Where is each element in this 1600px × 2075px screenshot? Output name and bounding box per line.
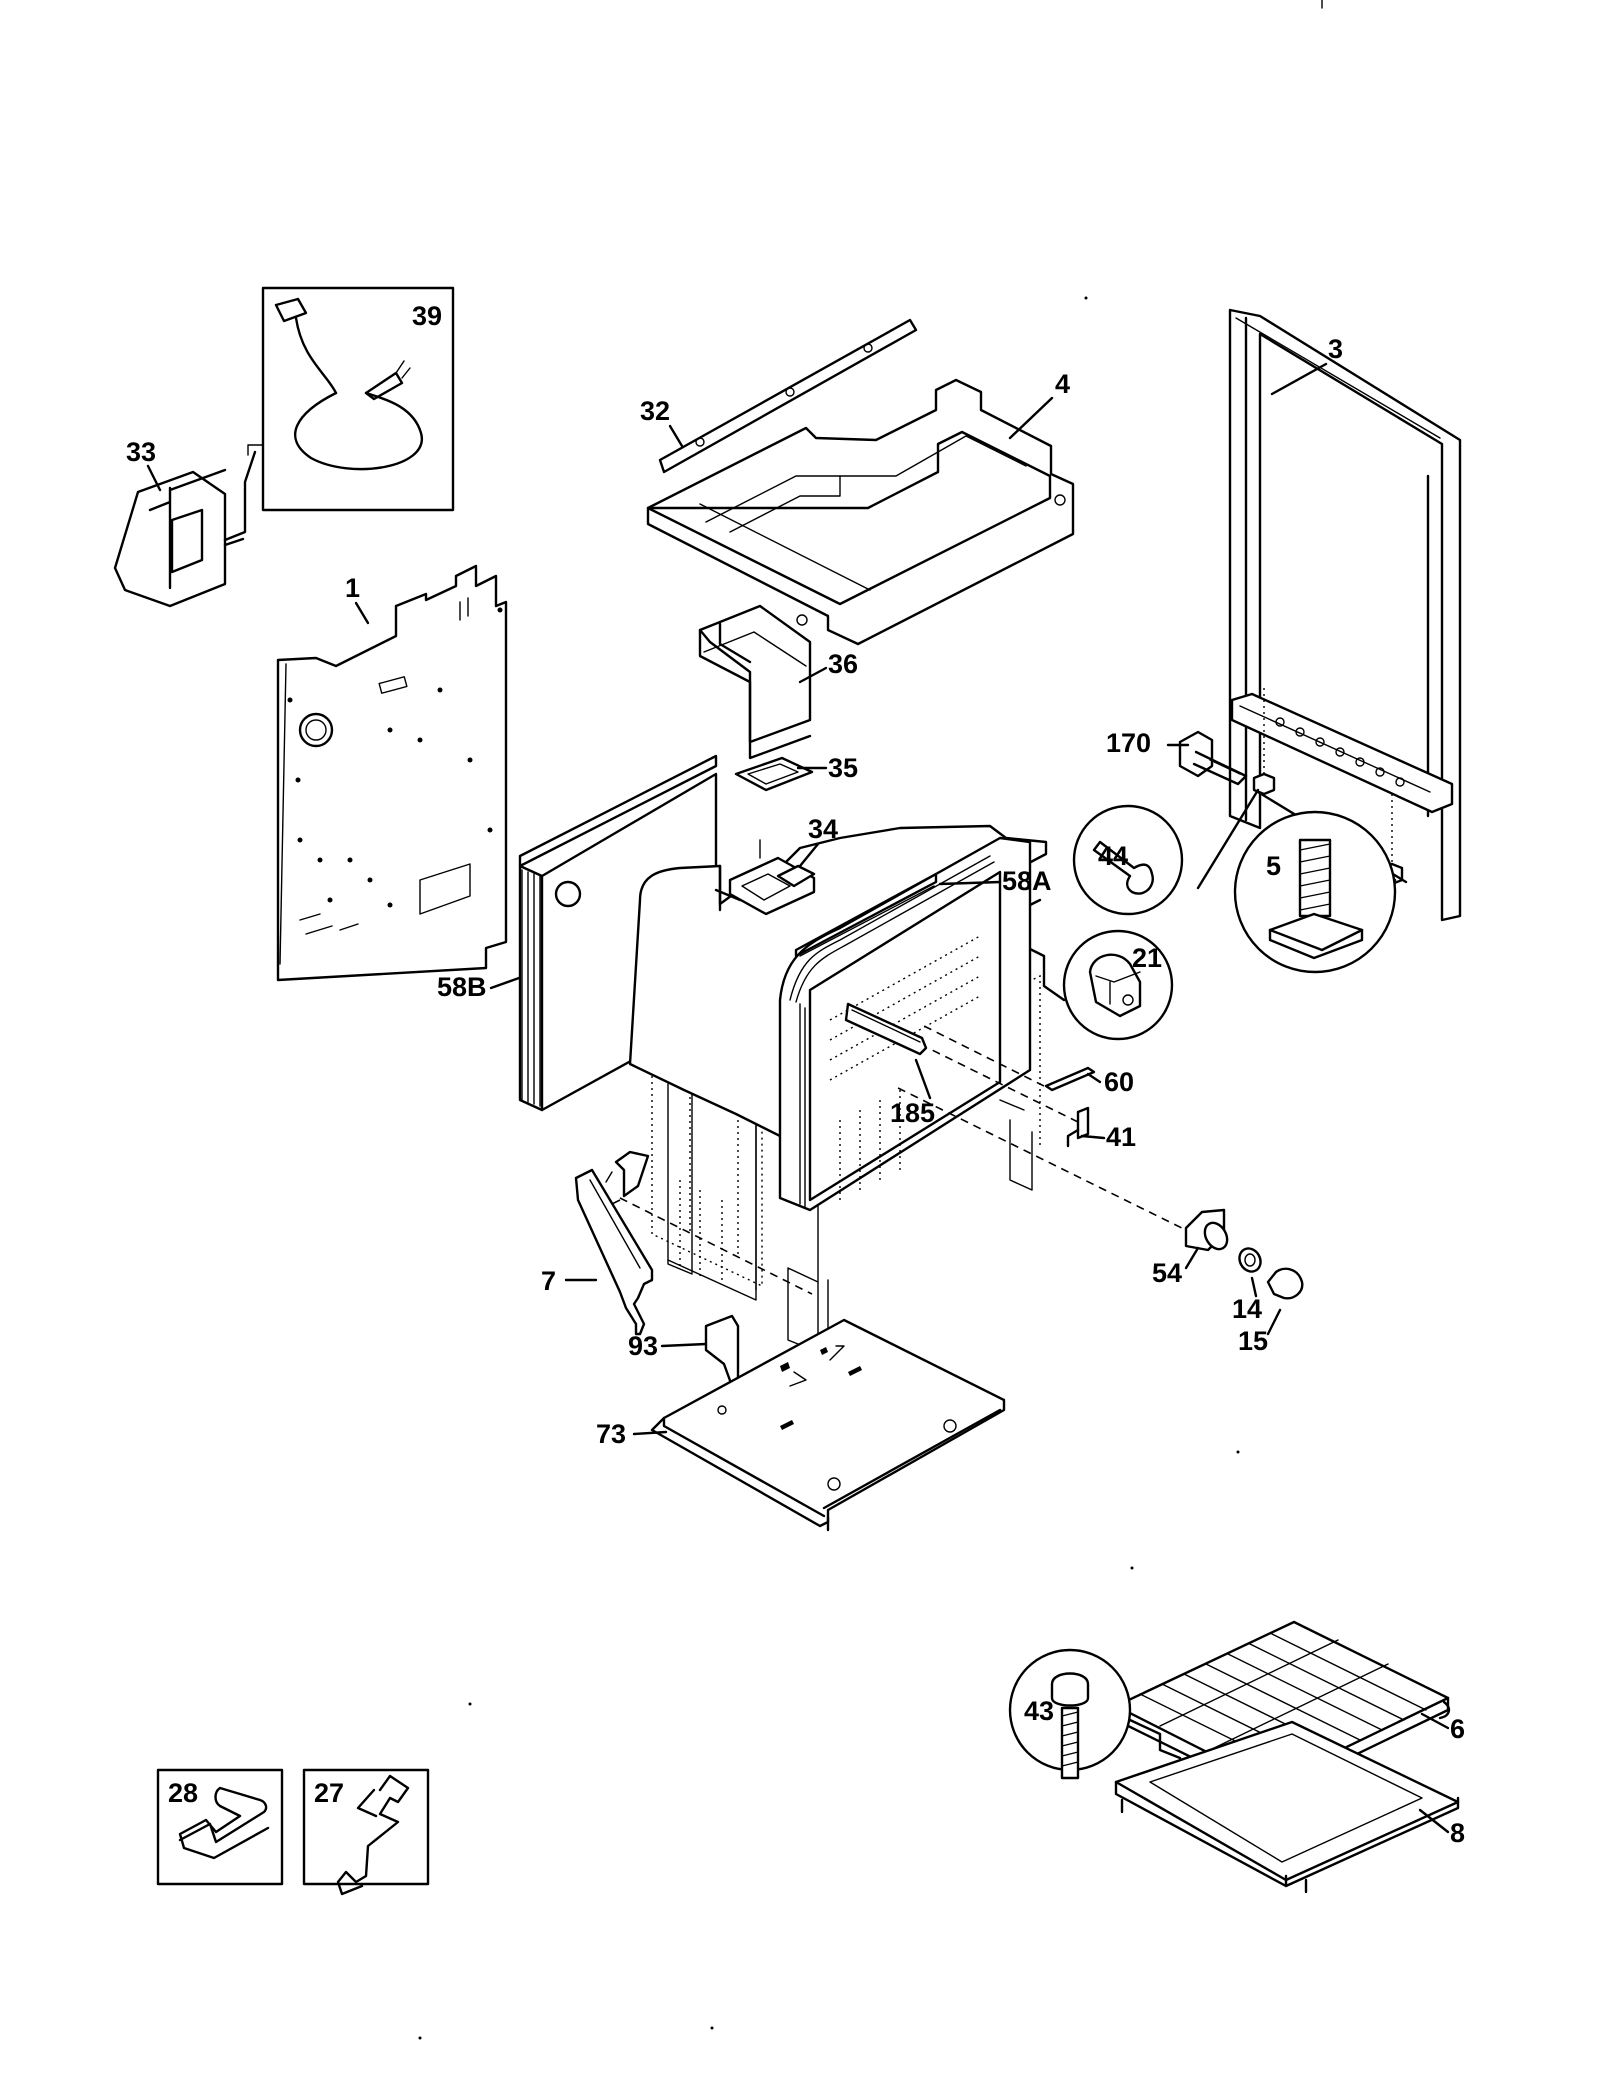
- label-43: 43: [1024, 1696, 1054, 1726]
- label-21: 21: [1132, 943, 1162, 973]
- label-170: 170: [1106, 728, 1151, 758]
- callout-labels: 39 33 1 32 4 3 36 35 34 58A 58B 44 21 17…: [126, 301, 1465, 1848]
- back-panel-holes: [287, 607, 503, 908]
- part-15-lamp-bulb: [1266, 1267, 1304, 1300]
- label-41: 41: [1106, 1122, 1136, 1152]
- part-60-bracket: [1044, 1066, 1096, 1092]
- part-93-bracket: [704, 1314, 740, 1388]
- part-4-top-frame: [646, 378, 1075, 646]
- label-54: 54: [1152, 1258, 1182, 1288]
- label-8: 8: [1450, 1818, 1465, 1848]
- part-185-vent-tube: [844, 1002, 928, 1056]
- part-32-top-rail: [658, 318, 918, 474]
- label-39: 39: [412, 301, 442, 331]
- part-3-side-panel: [1228, 308, 1462, 922]
- label-60: 60: [1104, 1067, 1134, 1097]
- part-41-bracket: [1066, 1106, 1090, 1148]
- part-39-power-cord: [261, 286, 455, 512]
- part-8-broiler-pan: [1114, 1720, 1460, 1894]
- scan-specks: [418, 296, 1240, 2040]
- label-44: 44: [1098, 841, 1128, 871]
- label-93: 93: [628, 1331, 658, 1361]
- part-33-junction-box: [113, 444, 263, 608]
- label-32: 32: [640, 396, 670, 426]
- label-28: 28: [168, 1778, 198, 1808]
- label-73: 73: [596, 1419, 626, 1449]
- part-54-lamp-socket: [1184, 1208, 1229, 1252]
- label-34: 34: [808, 814, 838, 844]
- part-28-clip-inset: [156, 1768, 284, 1886]
- part-44-bolt-detail: [1072, 804, 1184, 916]
- label-5: 5: [1266, 851, 1281, 881]
- label-15: 15: [1238, 1326, 1268, 1356]
- side-panel-slots: [1275, 717, 1405, 787]
- label-3: 3: [1328, 334, 1343, 364]
- label-6: 6: [1450, 1714, 1465, 1744]
- part-43-leader: [1128, 1718, 1182, 1760]
- label-1: 1: [345, 573, 360, 603]
- part-73-bottom-panel: [650, 1318, 1006, 1532]
- label-35: 35: [828, 753, 858, 783]
- label-14: 14: [1232, 1294, 1262, 1324]
- part-34-vent-baffle: [728, 839, 816, 916]
- part-27-clip-inset: [302, 1768, 430, 1896]
- part-5-leg-leveler-detail: [1233, 810, 1397, 974]
- part-7-door-hinge: [574, 1150, 654, 1336]
- label-7: 7: [541, 1266, 556, 1296]
- label-4: 4: [1055, 369, 1070, 399]
- label-36: 36: [828, 649, 858, 679]
- part-1-back-panel: [276, 564, 508, 982]
- part-21-leader: [1022, 944, 1066, 1002]
- part-43-screw-detail: [1008, 1648, 1132, 1780]
- label-58A: 58A: [1002, 866, 1052, 896]
- label-27: 27: [314, 1778, 344, 1808]
- part-14-lamp-ring: [1238, 1247, 1262, 1273]
- part-21-clip-detail: [1062, 929, 1174, 1041]
- label-58B: 58B: [437, 972, 487, 1002]
- label-185: 185: [890, 1098, 935, 1128]
- label-33: 33: [126, 437, 156, 467]
- part-35-vent-gasket: [734, 756, 814, 792]
- part-36-vent-duct: [698, 604, 812, 760]
- oven-cavity-body: [628, 824, 1048, 1353]
